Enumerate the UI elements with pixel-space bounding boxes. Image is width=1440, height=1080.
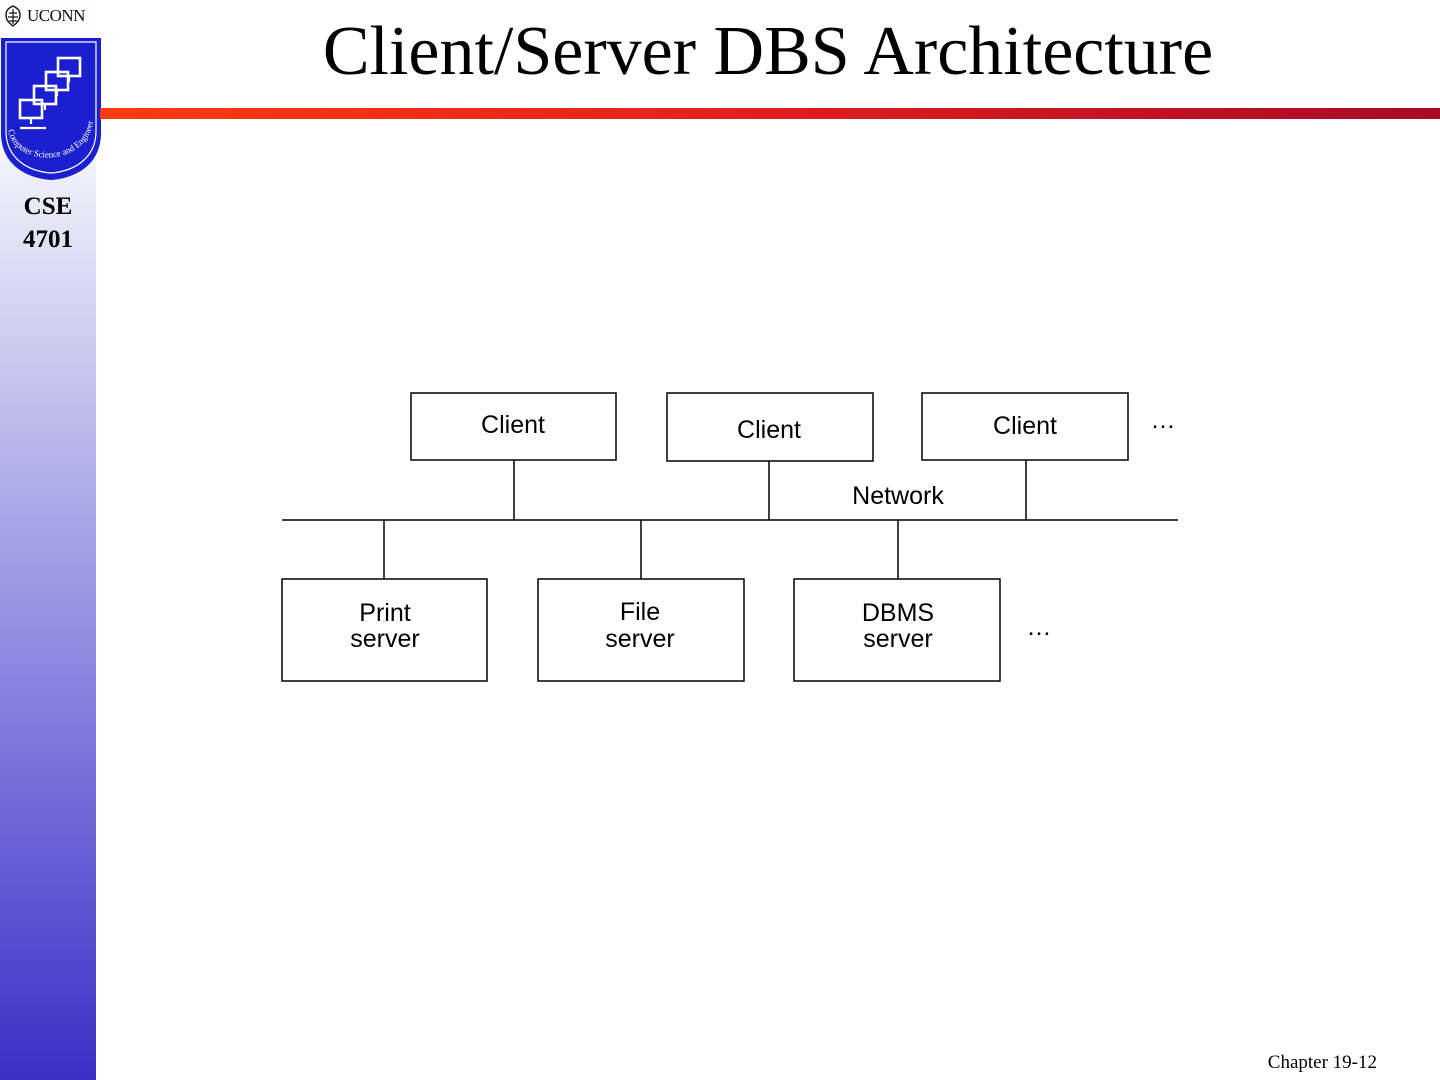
client-label: Client bbox=[993, 412, 1057, 440]
course-code: CSE 4701 bbox=[0, 190, 96, 256]
cse-seal-logo: Computer Science and Engineering bbox=[0, 38, 101, 180]
client-label: Client bbox=[737, 416, 801, 444]
client-label: Client bbox=[481, 411, 545, 439]
course-code-line2: 4701 bbox=[23, 226, 73, 253]
file-server-label-line2: server bbox=[605, 625, 674, 653]
dbms-server-label-line1: DBMS bbox=[862, 599, 934, 627]
course-code-line1: CSE bbox=[23, 193, 73, 220]
slide-title: Client/Server DBS Architecture bbox=[322, 13, 1214, 90]
print-server-label-line1: Print bbox=[359, 599, 410, 627]
title-rule bbox=[100, 108, 1440, 119]
slide-footer: Chapter 19-12 bbox=[1267, 1052, 1377, 1073]
file-server-box bbox=[537, 578, 745, 682]
oak-leaf-icon bbox=[5, 5, 21, 27]
print-server-label-line2: server bbox=[350, 625, 419, 653]
sidebar-gradient bbox=[0, 0, 96, 1080]
print-server-box bbox=[281, 578, 488, 682]
file-server-label-line1: File bbox=[620, 598, 660, 626]
dbms-server-label-line2: server bbox=[863, 625, 932, 653]
client-box bbox=[410, 392, 617, 461]
uconn-logo: UCONN bbox=[3, 4, 99, 28]
servers-ellipsis: … bbox=[1027, 613, 1052, 641]
dbms-server-box bbox=[793, 578, 1001, 682]
clients-ellipsis: … bbox=[1151, 406, 1176, 434]
client-box bbox=[921, 392, 1129, 461]
client-box bbox=[666, 392, 874, 462]
network-label: Network bbox=[852, 482, 944, 510]
uconn-wordmark: UCONN bbox=[27, 6, 85, 25]
